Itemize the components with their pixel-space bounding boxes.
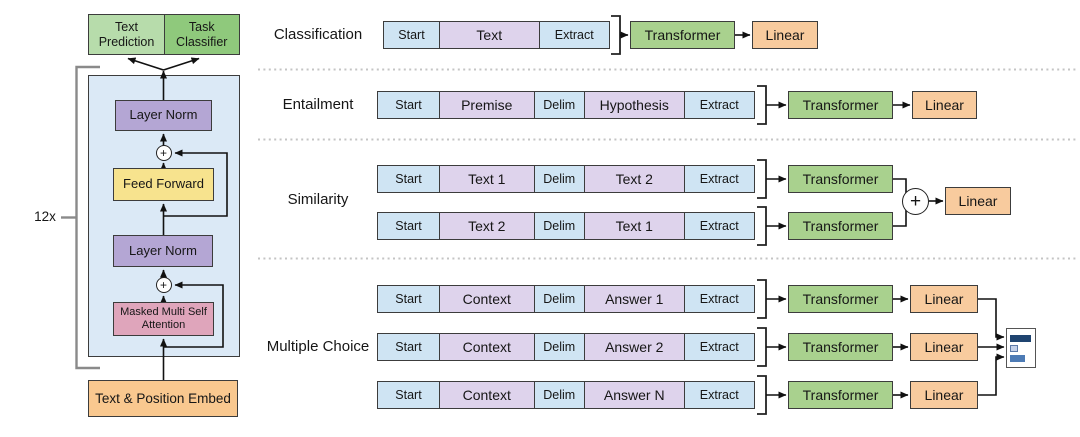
seq-cell-context: Context xyxy=(438,381,535,409)
masked-attention-block: Masked Multi Self Attention xyxy=(113,302,214,336)
seq-cell-start: Start xyxy=(377,212,440,240)
model-arrows xyxy=(127,57,228,380)
seq-cell-extract: Extract xyxy=(683,212,755,240)
seq-cell-delim: Delim xyxy=(533,165,585,193)
combine-add-icon: + xyxy=(902,187,929,215)
choice-score-box xyxy=(1006,328,1036,368)
seq-cell-start: Start xyxy=(377,165,440,193)
linear-box: Linear xyxy=(752,21,818,49)
seq-cell-hypothesis: Hypothesis xyxy=(583,91,685,119)
seq-cell-text1: Text 1 xyxy=(438,165,535,193)
seq-cell-delim: Delim xyxy=(533,285,585,313)
residual-add-icon: + xyxy=(155,145,172,161)
seq-cell-answerN: Answer N xyxy=(583,381,685,409)
linear-box: Linear xyxy=(912,91,977,119)
layer-norm-bottom-block: Layer Norm xyxy=(113,235,213,267)
seq-cell-extract: Extract xyxy=(683,285,755,313)
task-label-classification: Classification xyxy=(273,26,363,43)
transformer-box: Transformer xyxy=(788,212,893,240)
section-separators xyxy=(258,68,1078,260)
seq-cell-extract: Extract xyxy=(683,381,755,409)
transformer-box: Transformer xyxy=(788,333,893,361)
score-bar-3 xyxy=(1010,355,1025,362)
layer-norm-top-block: Layer Norm xyxy=(115,100,212,131)
seq-cell-answer2: Answer 2 xyxy=(583,333,685,361)
seq-cell-extract: Extract xyxy=(538,21,610,49)
seq-cell-text2: Text 2 xyxy=(438,212,535,240)
seq-cell-extract: Extract xyxy=(683,91,755,119)
feed-forward-block: Feed Forward xyxy=(113,168,214,201)
repeat-bracket xyxy=(61,65,100,370)
linear-box: Linear xyxy=(945,187,1011,215)
seq-cell-delim: Delim xyxy=(533,333,585,361)
seq-cell-text2: Text 2 xyxy=(583,165,685,193)
seq-cell-answer1: Answer 1 xyxy=(583,285,685,313)
transformer-box: Transformer xyxy=(788,285,893,313)
seq-cell-start: Start xyxy=(377,285,440,313)
seq-cell-text1: Text 1 xyxy=(583,212,685,240)
task-label-multiple-choice: Multiple Choice xyxy=(266,338,370,355)
text-prediction-head: Text Prediction xyxy=(88,14,165,55)
repeat-count-label: 12x xyxy=(34,209,56,224)
task-classifier-head: Task Classifier xyxy=(163,14,240,55)
seq-cell-premise: Premise xyxy=(438,91,535,119)
residual-add-icon: + xyxy=(155,277,172,293)
transformer-box: Transformer xyxy=(788,381,893,409)
task-arrows xyxy=(620,31,1005,399)
seq-cell-start: Start xyxy=(377,333,440,361)
seq-cell-context: Context xyxy=(438,333,535,361)
seq-cell-extract: Extract xyxy=(683,333,755,361)
linear-box: Linear xyxy=(910,285,978,313)
score-bar-1 xyxy=(1010,335,1031,342)
score-bar-2 xyxy=(1010,345,1018,352)
transformer-box: Transformer xyxy=(788,165,893,193)
seq-cell-delim: Delim xyxy=(533,381,585,409)
seq-cell-start: Start xyxy=(383,21,440,49)
linear-box: Linear xyxy=(910,381,978,409)
transformer-box: Transformer xyxy=(630,21,735,49)
transformer-box: Transformer xyxy=(788,91,893,119)
seq-cell-start: Start xyxy=(377,381,440,409)
linear-box: Linear xyxy=(910,333,978,361)
seq-cell-start: Start xyxy=(377,91,440,119)
seq-cell-text: Text xyxy=(438,21,540,49)
task-label-similarity: Similarity xyxy=(287,191,349,208)
seq-cell-extract: Extract xyxy=(683,165,755,193)
seq-cell-context: Context xyxy=(438,285,535,313)
task-label-entailment: Entailment xyxy=(282,96,354,113)
seq-cell-delim: Delim xyxy=(533,91,585,119)
seq-cell-delim: Delim xyxy=(533,212,585,240)
embedding-block: Text & Position Embed xyxy=(88,380,238,417)
